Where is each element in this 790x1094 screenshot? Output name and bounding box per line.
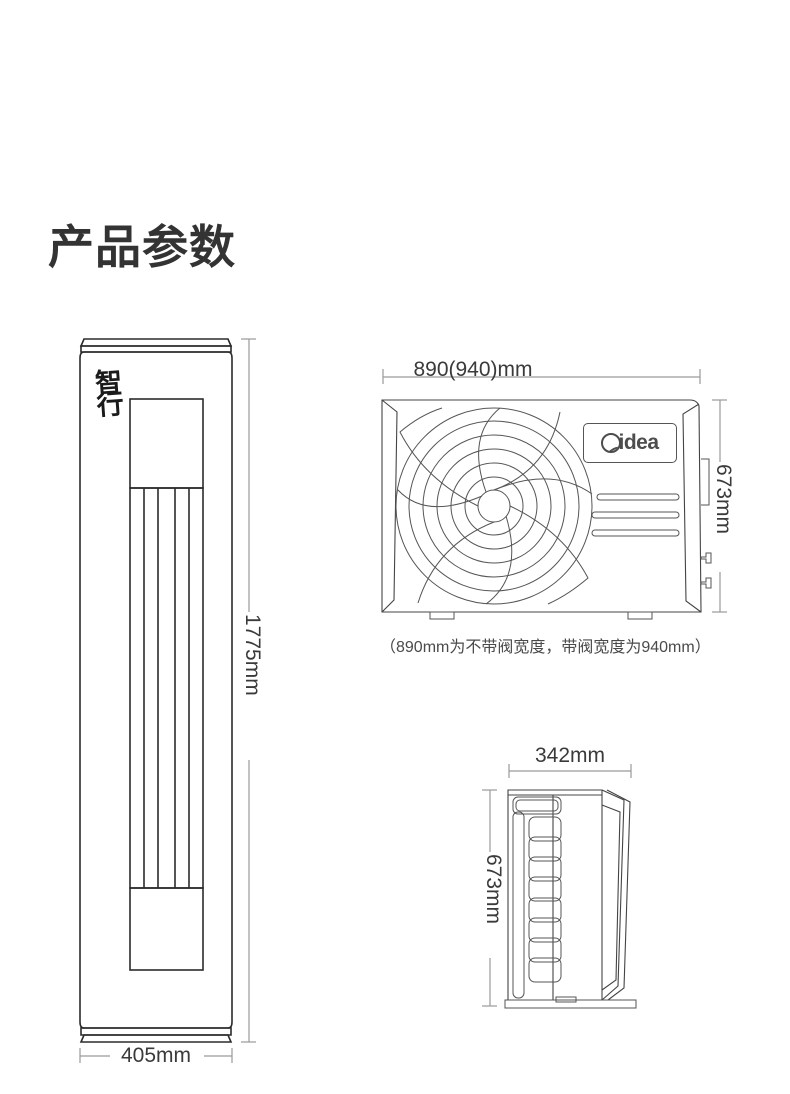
- indoor-width-label: 405mm: [120, 1044, 192, 1067]
- outdoor-unit-side-drawing: [504, 789, 637, 1009]
- outdoor-unit-front-dimension-lines: [382, 369, 727, 613]
- indoor-brand-char-2: 行: [95, 389, 122, 421]
- indoor-unit-drawing: [79, 338, 233, 1043]
- outdoor-front-height-label: 673mm: [712, 464, 735, 535]
- midea-logo-plate: idea: [583, 423, 677, 463]
- midea-circle-swoosh-icon: [601, 433, 622, 453]
- outdoor-side-height-label: 673mm: [482, 854, 505, 925]
- midea-logo: idea: [601, 431, 659, 455]
- indoor-unit-dimension-lines: [79, 338, 256, 1063]
- midea-wordmark: idea: [618, 431, 659, 454]
- outdoor-front-valve-note: （890mm为不带阀宽度，带阀宽度为940mm）: [380, 639, 711, 656]
- outdoor-front-width-label: 890(940)mm: [413, 358, 533, 381]
- page-title: 产品参数: [48, 221, 236, 273]
- indoor-brand-mark: 智 行: [94, 367, 122, 421]
- outdoor-side-width-label: 342mm: [534, 744, 606, 767]
- indoor-height-label: 1775mm: [241, 614, 264, 696]
